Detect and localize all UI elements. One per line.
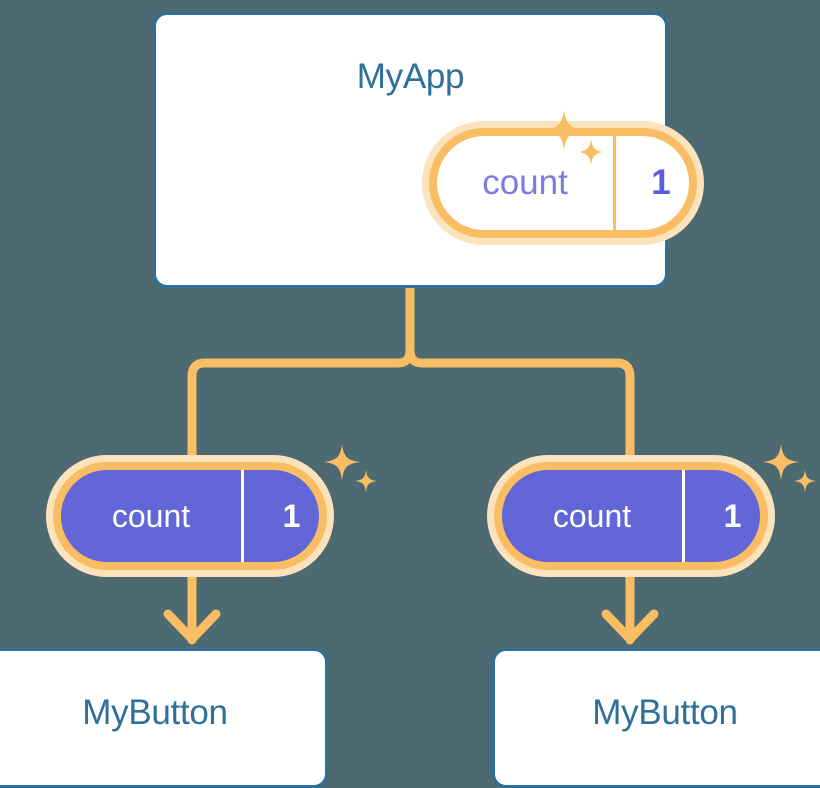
state-pill-child-left[interactable]: count 1 (46, 455, 334, 577)
state-key: count (482, 163, 568, 202)
state-key: count (552, 497, 632, 534)
state-pill-child-right[interactable]: count 1 (487, 455, 775, 577)
pill-body: count 1 (437, 136, 689, 230)
arrowhead-right-icon (601, 609, 659, 644)
diagram-canvas: MyApp count 1 count 1 (0, 12, 820, 788)
state-value: 1 (723, 497, 742, 534)
mybutton-card-left-title: MyButton (82, 693, 228, 732)
state-key: count (111, 497, 191, 534)
myapp-card[interactable]: MyApp count 1 (153, 12, 704, 288)
state-value: 1 (282, 497, 301, 534)
pill-body: count 1 (502, 470, 760, 562)
state-value: 1 (651, 163, 671, 202)
mybutton-card-right-title: MyButton (592, 693, 738, 732)
pill-divider (682, 470, 685, 562)
mybutton-card-left[interactable]: MyButton (0, 648, 328, 788)
connector-branch-left (187, 345, 415, 460)
mybutton-card-right[interactable]: MyButton (492, 648, 820, 788)
pill-divider (241, 470, 244, 562)
arrowhead-left-icon (163, 609, 221, 644)
pill-divider (613, 136, 616, 230)
pill-body: count 1 (61, 470, 319, 562)
state-pill-root[interactable]: count 1 (422, 121, 704, 245)
myapp-card-title: MyApp (356, 57, 465, 96)
connector-branch-right (405, 345, 635, 460)
